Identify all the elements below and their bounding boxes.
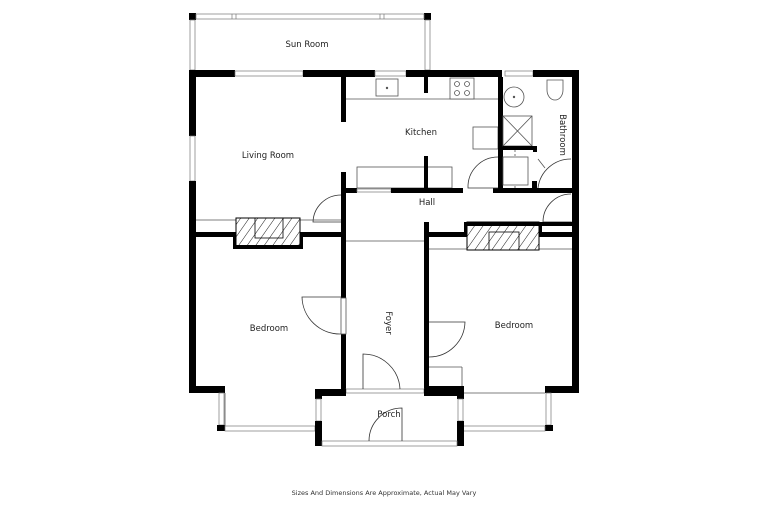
toilet — [546, 79, 564, 101]
sun-room-top-window — [195, 13, 425, 20]
door-bedroom-right — [428, 321, 466, 358]
bedroom-left — [224, 240, 347, 426]
room-label-sun-room: Sun Room — [285, 40, 328, 50]
room-label-kitchen: Kitchen — [405, 128, 437, 138]
door-hall-right — [542, 193, 572, 223]
bathroom — [502, 79, 572, 189]
room-label-foyer: Foyer — [383, 311, 393, 335]
door-bedroom-left — [301, 296, 342, 335]
room-label-bedroom-left: Bedroom — [250, 324, 288, 334]
exterior-walls — [189, 70, 579, 432]
sun-room — [189, 13, 431, 71]
room-label-bathroom: Bathroom — [557, 114, 567, 156]
kitchen — [341, 77, 578, 193]
sun-room-left-window — [189, 19, 196, 71]
bedroom-right — [424, 221, 572, 394]
room-label-bedroom-right: Bedroom — [495, 321, 533, 331]
fireplace-left — [235, 217, 301, 249]
sun-room-right-window — [424, 19, 431, 71]
foyer — [345, 353, 425, 394]
door-front — [362, 353, 401, 390]
hall — [346, 193, 572, 242]
porch — [315, 389, 464, 447]
door-porch — [368, 407, 403, 442]
kitchen-counter — [356, 166, 453, 189]
stove — [449, 77, 475, 100]
disclaimer-text: Sizes And Dimensions Are Approximate, Ac… — [291, 489, 477, 497]
door-living-hall — [312, 194, 342, 223]
room-label-porch: Porch — [377, 410, 400, 420]
room-label-living-room: Living Room — [242, 151, 294, 161]
living-room — [196, 77, 346, 252]
door-kitchen-hall — [467, 156, 499, 189]
room-label-hall: Hall — [419, 198, 435, 208]
door-bathroom — [537, 158, 572, 189]
fireplace-right — [466, 221, 540, 251]
